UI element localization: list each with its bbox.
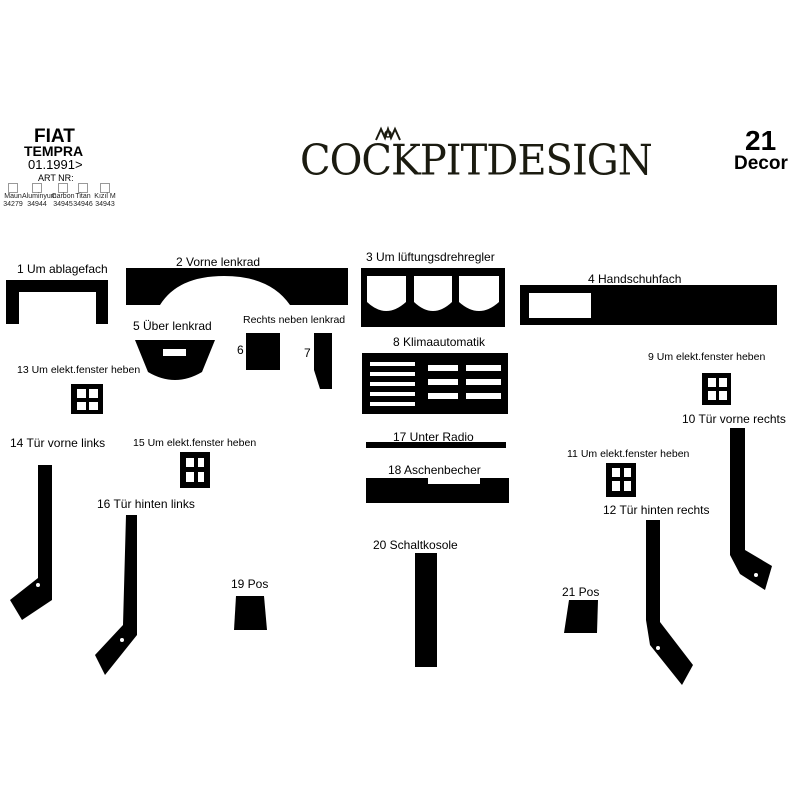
part-label: 9 Um elekt.fenster heben — [648, 351, 766, 363]
variant-item[interactable]: Titan 34946 — [72, 183, 94, 209]
part-label: 20 Schaltkosole — [373, 538, 458, 552]
variant-swatch — [100, 183, 110, 193]
part-label: 12 Tür hinten rechts — [603, 503, 710, 517]
part-label: 11 Um elekt.fenster heben — [567, 448, 690, 460]
part-count: 21 — [745, 125, 777, 156]
variant-name: Titan — [75, 193, 91, 200]
part-19-shape[interactable] — [234, 596, 267, 630]
variant-list: Maun 34279 Aluminyum 34944 Carbon 34945 … — [0, 183, 120, 218]
brand-name: FIAT — [34, 126, 75, 147]
variant-name: Maun — [4, 193, 22, 200]
variant-item[interactable]: Maun 34279 — [2, 183, 24, 209]
variant-swatch — [8, 183, 18, 193]
part-label: 19 Pos — [231, 577, 269, 591]
part-label: 15 Um elekt.fenster heben — [133, 437, 257, 449]
model-name: TEMPRA — [24, 143, 84, 159]
part-label: 13 Um elekt.fenster heben — [17, 364, 141, 376]
part-12-shape[interactable] — [646, 520, 693, 685]
part-9-shape[interactable] — [702, 373, 731, 405]
variant-item[interactable]: Aluminyum 34944 — [22, 183, 57, 209]
variant-code: 34279 — [3, 201, 23, 208]
part-6-shape[interactable] — [246, 333, 280, 370]
part-21-shape[interactable] — [564, 600, 598, 633]
variant-code: 34944 — [27, 201, 47, 208]
part-label: 14 Tür vorne links — [10, 436, 106, 450]
part-label: 8 Klimaautomatik — [393, 335, 486, 349]
decor-label: Decor — [734, 153, 788, 174]
part-label: 10 Tür vorne rechts — [682, 412, 786, 426]
variant-name: Aluminyum — [22, 193, 57, 200]
variant-item[interactable]: Kızıl M 34943 — [92, 183, 118, 209]
part-label: 16 Tür hinten links — [97, 497, 195, 511]
part-2-shape[interactable] — [126, 268, 348, 305]
variant-code: 34946 — [73, 201, 93, 208]
part-8-shape[interactable] — [362, 353, 508, 414]
part-11-shape[interactable] — [606, 463, 636, 497]
part-13-shape[interactable] — [71, 384, 103, 414]
model-date: 01.1991> — [28, 157, 83, 172]
part-label: 18 Aschenbecher — [388, 463, 481, 477]
part-label: Rechts neben lenkrad — [243, 314, 346, 326]
variant-swatch — [58, 183, 68, 193]
part-label: 3 Um lüftungsdrehregler — [366, 250, 495, 264]
part-label: 21 Pos — [562, 585, 600, 599]
part-3-shape[interactable] — [361, 268, 505, 327]
part-label: 4 Handschuhfach — [588, 272, 682, 286]
part-14-shape[interactable] — [10, 465, 52, 620]
part-label: 17 Unter Radio — [393, 430, 474, 444]
variant-code: 34945 — [53, 201, 73, 208]
part-15-shape[interactable] — [180, 452, 210, 488]
part-17-shape[interactable] — [366, 442, 506, 448]
part-label: 5 Über lenkrad — [133, 319, 212, 333]
logo-text: COCKPITDESIGN — [300, 136, 653, 186]
part-1-shape[interactable] — [6, 280, 108, 324]
part-18-shape[interactable] — [366, 478, 509, 503]
art-nr-label: ART NR: — [38, 173, 74, 183]
part-7-shape[interactable] — [314, 333, 332, 389]
part-20-shape[interactable] — [415, 553, 437, 667]
part-label: 1 Um ablagefach — [17, 262, 108, 276]
part-16-shape[interactable] — [95, 515, 137, 675]
part-10-shape[interactable] — [730, 428, 772, 590]
logo-emblem — [375, 126, 401, 141]
part-label: 2 Vorne lenkrad — [176, 255, 261, 269]
part-label: 6 — [237, 343, 244, 357]
part-4-shape[interactable] — [520, 285, 777, 325]
variant-name: Carbon — [51, 193, 75, 200]
variant-code: 34943 — [95, 201, 115, 208]
part-label: 7 — [304, 346, 311, 360]
variant-name: Kızıl M — [94, 193, 116, 200]
variant-swatch — [78, 183, 88, 193]
part-5-shape[interactable] — [135, 340, 215, 380]
variant-item[interactable]: Carbon 34945 — [50, 183, 76, 209]
variant-swatch — [32, 183, 42, 193]
